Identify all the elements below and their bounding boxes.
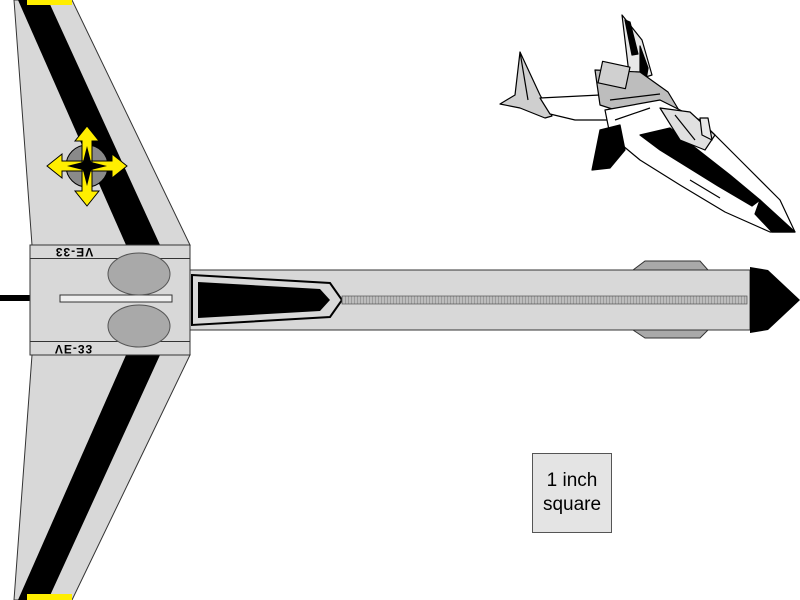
- move-cursor-arrows-icon[interactable]: [46, 125, 128, 207]
- fighter-perspective-illustration: [499, 14, 796, 233]
- upper-intake: [107, 252, 171, 296]
- lower-wing: [13, 354, 191, 600]
- upper-wingtip-accent: [27, 0, 72, 5]
- fuselage: [189, 260, 800, 339]
- registration-top: VE-33: [55, 245, 93, 259]
- registration-bottom: VE-33: [55, 342, 93, 356]
- lower-intake: [107, 304, 171, 348]
- nose-cone: [750, 267, 800, 333]
- lower-fin: [631, 329, 710, 339]
- lower-wingtip-accent: [27, 594, 72, 600]
- scale-square-line-1: 1 inch: [546, 470, 598, 491]
- upper-fin: [631, 260, 710, 271]
- cockpit-canopy: [198, 282, 330, 318]
- fuselage-spine: [341, 295, 748, 305]
- upper-wing: [13, 0, 191, 246]
- center-body: VE-33 VE-33: [29, 244, 191, 356]
- one-inch-scale-square: 1 inch square: [532, 453, 612, 533]
- scale-square-line-2: square: [542, 494, 602, 515]
